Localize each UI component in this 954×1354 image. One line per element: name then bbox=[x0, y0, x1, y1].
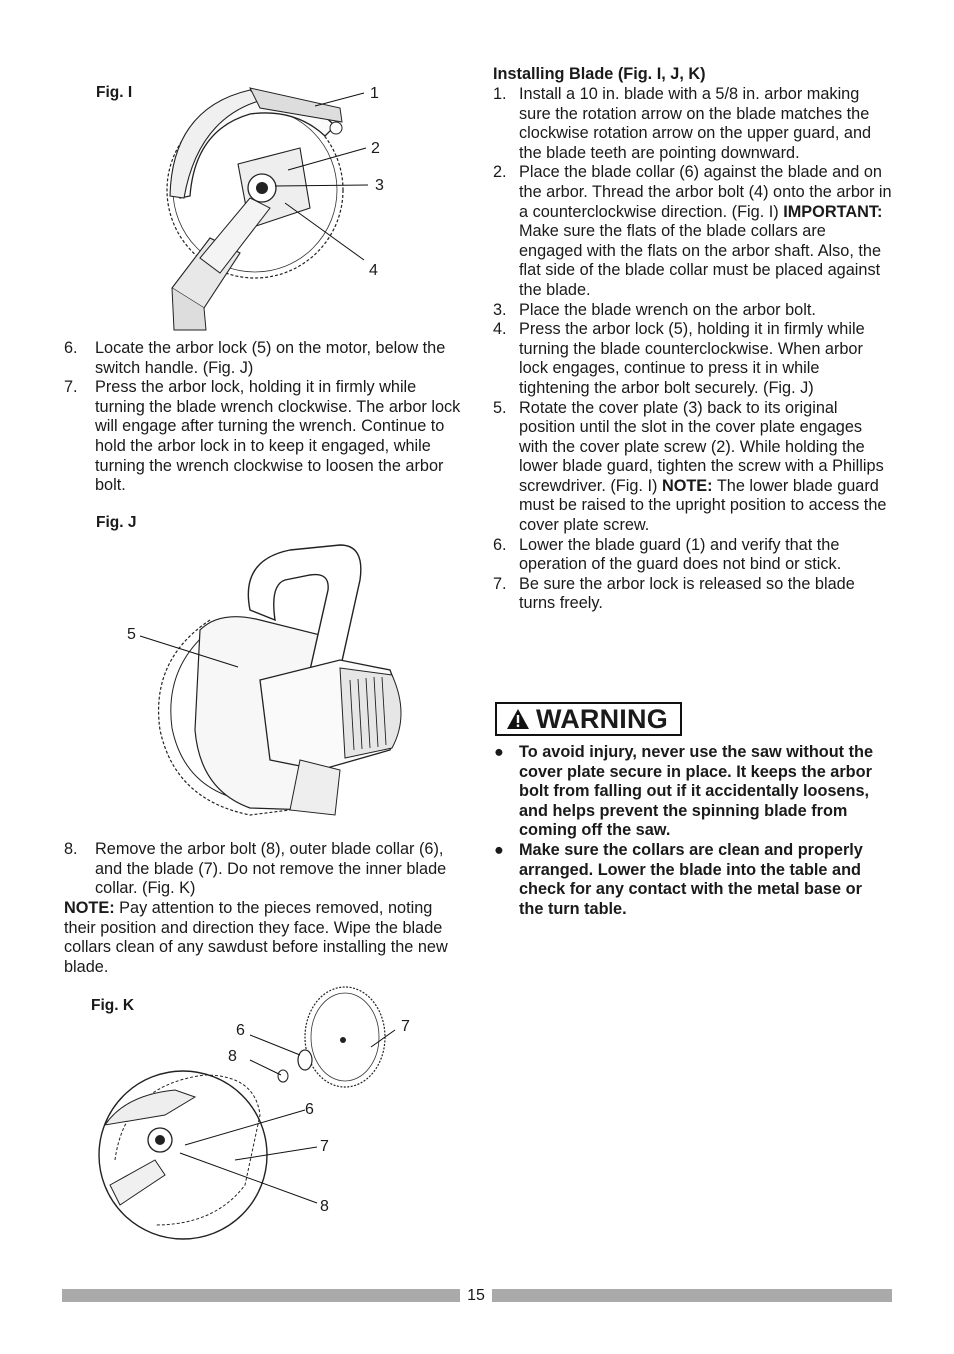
note-text: Pay attention to the pieces removed, not… bbox=[64, 899, 448, 976]
step-number: 7. bbox=[64, 378, 78, 397]
list-item: ● Make sure the collars are clean and pro… bbox=[493, 841, 888, 919]
step-number: 1. bbox=[493, 85, 507, 103]
fig-k-label: Fig. K bbox=[91, 997, 135, 1014]
fig-i-callout-3: 3 bbox=[375, 177, 384, 194]
left-steps-list-2: 8. Remove the arbor bolt (8), outer blade… bbox=[64, 840, 464, 899]
step-text: Install a 10 in. blade with a 5/8 in. ar… bbox=[519, 85, 872, 162]
warning-triangle-icon bbox=[507, 709, 529, 729]
list-item: 1. Install a 10 in. blade with a 5/8 in. … bbox=[493, 85, 893, 163]
step-text: Lower the blade guard (1) and verify tha… bbox=[519, 535, 842, 574]
warning-text: To avoid injury, never use the saw witho… bbox=[519, 743, 874, 840]
important-label: IMPORTANT: bbox=[783, 202, 883, 221]
list-item: 8. Remove the arbor bolt (8), outer blade… bbox=[64, 840, 464, 899]
footer-bar-right bbox=[492, 1289, 892, 1302]
list-item: 7. Be sure the arbor lock is released so … bbox=[493, 575, 893, 614]
warning-box: WARNING bbox=[495, 702, 682, 736]
step-number: 6. bbox=[493, 535, 507, 554]
step-number: 2. bbox=[493, 163, 507, 182]
step-text: Rotate the cover plate (3) back to its o… bbox=[519, 398, 884, 495]
step-text: Press the arbor lock, holding it in firm… bbox=[95, 378, 461, 495]
fig-j-label: Fig. J bbox=[96, 514, 137, 531]
step-text: Make sure the flats of the blade collars… bbox=[519, 222, 882, 299]
step-number: 5. bbox=[493, 398, 507, 417]
fig-i-callout-1: 1 bbox=[370, 85, 379, 102]
fig-i-illustration bbox=[166, 87, 369, 331]
fig-i-label: Fig. I bbox=[96, 84, 133, 101]
warning-title: WARNING bbox=[536, 703, 668, 734]
fig-k-callout-8-top: 8 bbox=[228, 1048, 237, 1065]
warning-text: Make sure the collars are clean and prop… bbox=[519, 840, 863, 918]
list-item: 2. Place the blade collar (6) against the… bbox=[493, 163, 893, 300]
step-text: Place the blade wrench on the arbor bolt… bbox=[519, 300, 816, 319]
fig-k-callout-7-top: 7 bbox=[401, 1018, 410, 1035]
step-text: Press the arbor lock (5), holding it in … bbox=[519, 320, 865, 397]
step-number: 6. bbox=[64, 339, 78, 357]
fig-j-illustration bbox=[139, 544, 402, 816]
step-number: 4. bbox=[493, 320, 507, 339]
install-steps-list: 1. Install a 10 in. blade with a 5/8 in. … bbox=[493, 85, 893, 614]
fig-i-callout-2: 2 bbox=[371, 140, 380, 157]
list-item: 3. Place the blade wrench on the arbor bo… bbox=[493, 301, 893, 321]
fig-k-callout-6-bottom: 6 bbox=[305, 1101, 314, 1118]
bullet-icon: ● bbox=[494, 743, 504, 761]
fig-k-illustration bbox=[98, 986, 396, 1240]
step-text: The lower blade guard must be raised to … bbox=[519, 476, 887, 535]
fig-i-callout-4: 4 bbox=[369, 262, 378, 279]
list-item: 7. Press the arbor lock, holding it in fi… bbox=[64, 378, 464, 496]
fig-k-callout-8-bottom: 8 bbox=[320, 1198, 329, 1215]
bullet-icon: ● bbox=[494, 840, 504, 859]
left-steps-list: 6. Locate the arbor lock (5) on the motor… bbox=[64, 339, 464, 496]
step-text: Place the blade collar (6) against the b… bbox=[519, 163, 892, 221]
list-item: 6. Lower the blade guard (1) and verify t… bbox=[493, 536, 893, 575]
page-number: 15 bbox=[467, 1287, 485, 1304]
step-text: Remove the arbor bolt (8), outer blade c… bbox=[95, 840, 447, 898]
step-text: Be sure the arbor lock is released so th… bbox=[519, 574, 855, 613]
note-label: NOTE: bbox=[64, 899, 115, 917]
step-number: 3. bbox=[493, 300, 507, 319]
footer-bar-left bbox=[62, 1289, 460, 1302]
fig-k-callout-7-bottom: 7 bbox=[320, 1138, 329, 1155]
step-number: 8. bbox=[64, 840, 78, 858]
note-label: NOTE: bbox=[661, 476, 713, 495]
section-heading: Installing Blade (Fig. I, J, K) bbox=[493, 65, 706, 83]
warning-bullets: ● To avoid injury, never use the saw with… bbox=[493, 743, 888, 919]
fig-j-callout-5: 5 bbox=[127, 626, 136, 643]
list-item: ● To avoid injury, never use the saw with… bbox=[493, 743, 888, 841]
step-text: Locate the arbor lock (5) on the motor, … bbox=[95, 339, 446, 377]
fig-k-callout-6-top: 6 bbox=[236, 1022, 245, 1039]
list-item: 6. Locate the arbor lock (5) on the motor… bbox=[64, 339, 464, 378]
list-item: 4. Press the arbor lock (5), holding it i… bbox=[493, 320, 893, 398]
step-number: 7. bbox=[493, 574, 507, 593]
note-paragraph: NOTE: Pay attention to the pieces remove… bbox=[64, 899, 464, 977]
list-item: 5. Rotate the cover plate (3) back to its… bbox=[493, 399, 893, 536]
